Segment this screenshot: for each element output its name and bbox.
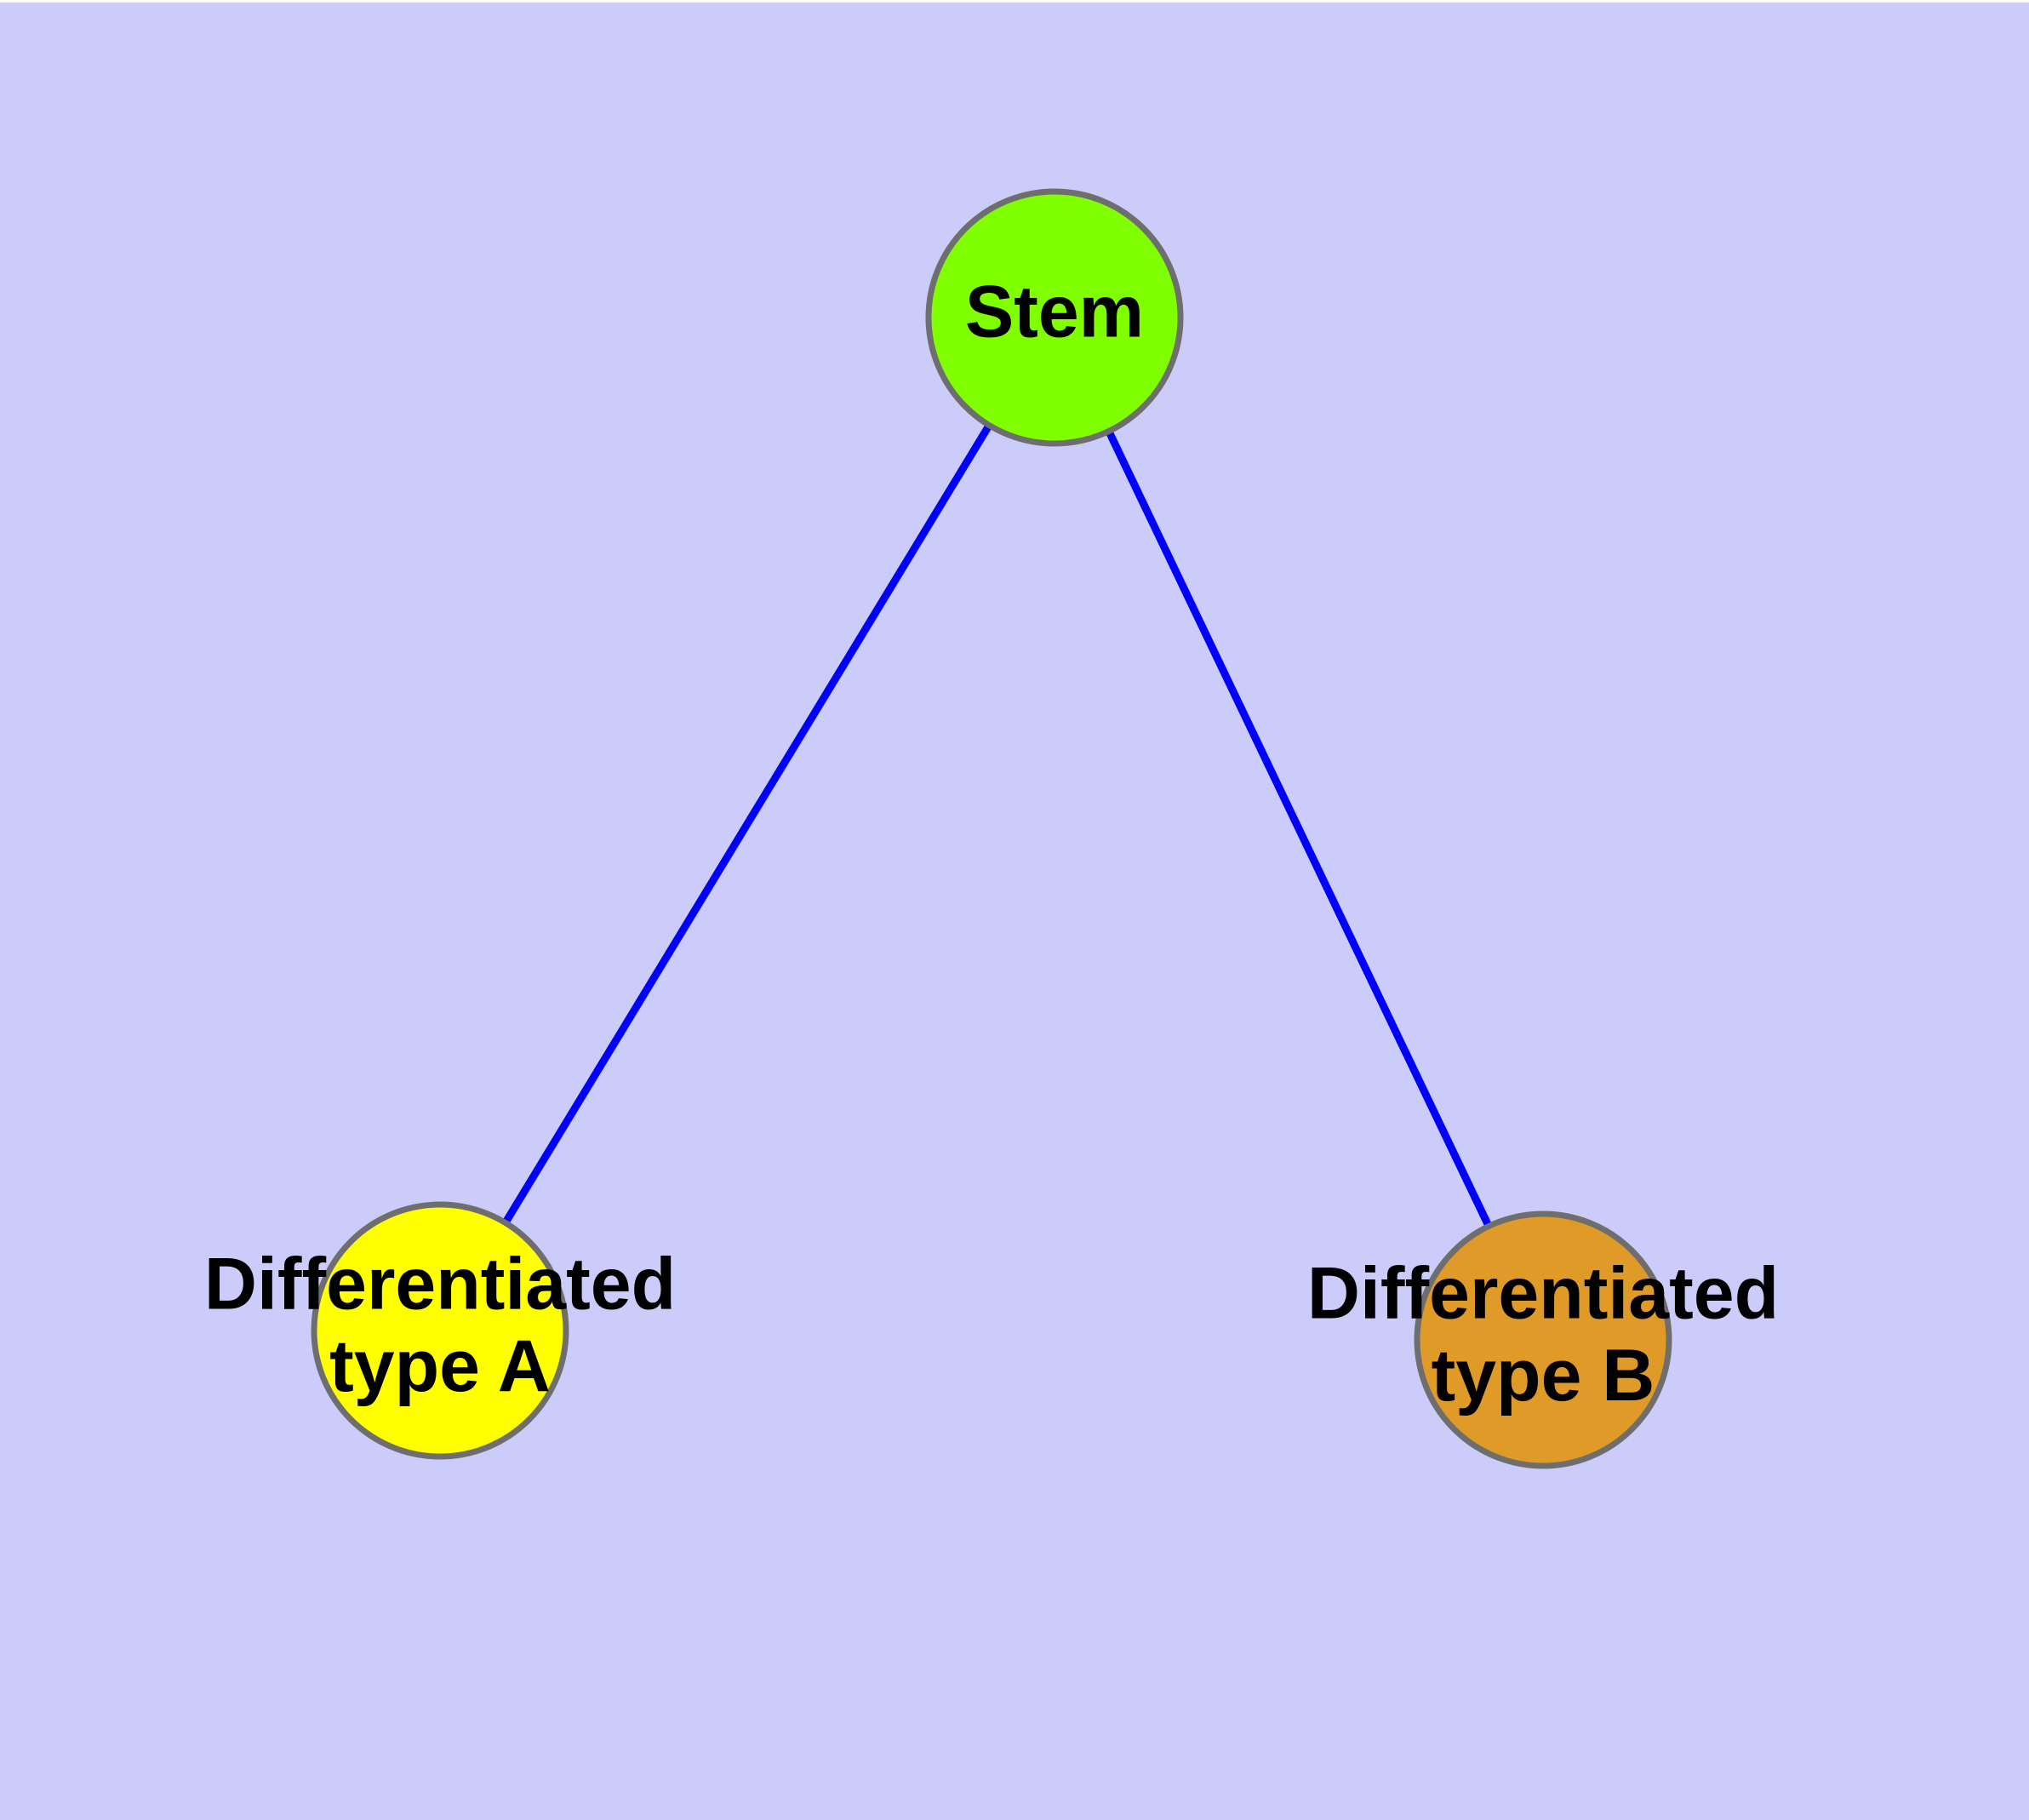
node-circle-diff_a[interactable] [311,1201,569,1460]
node-label-diff_b-line-2: type B [1432,1335,1655,1417]
node-circle-stem[interactable] [925,188,1184,447]
edges-layer [437,315,1547,1342]
node-label-stem-line-1: Stem [965,272,1144,353]
node-circle-diff_b[interactable] [1414,1210,1672,1469]
node-label-diff_a-line-1: Differentiated [204,1244,676,1325]
graph-node-stem[interactable]: Stem [925,188,1184,447]
graph-edge-stem-to-a [437,315,1058,1333]
graph-edge-stem-to-b [1050,316,1547,1342]
node-label-diff_a-line-2: type A [329,1325,551,1407]
node-label-diff_b-line-1: Differentiated [1307,1253,1779,1335]
